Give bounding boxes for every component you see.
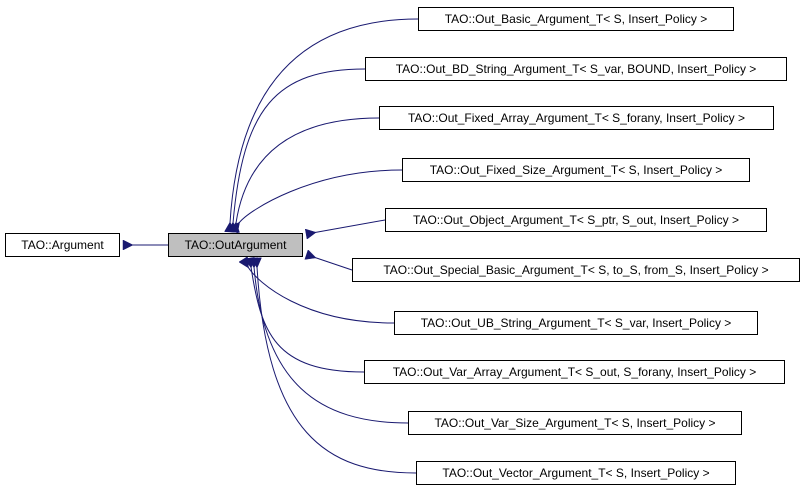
class-node-out-vector-argument[interactable]: TAO::Out_Vector_Argument_T< S, Insert_Po… (416, 461, 736, 485)
class-node-out-fixed-array-argument[interactable]: TAO::Out_Fixed_Array_Argument_T< S_foran… (379, 106, 774, 130)
edge-derived-0-to-outargument (230, 18, 419, 223)
class-node-out-var-size-argument[interactable]: TAO::Out_Var_Size_Argument_T< S, Insert_… (408, 411, 742, 435)
class-node-out-special-basic-argument[interactable]: TAO::Out_Special_Basic_Argument_T< S, to… (352, 258, 800, 282)
edge-derived-7-to-outargument (251, 267, 365, 373)
edge-derived-9-to-outargument (257, 267, 417, 474)
class-node-tao-outargument: TAO::OutArgument (168, 233, 303, 257)
class-node-out-fixed-size-argument[interactable]: TAO::Out_Fixed_Size_Argument_T< S, Inser… (402, 158, 750, 182)
edge-derived-3-to-outargument (239, 169, 403, 223)
edge-derived-2-to-outargument (236, 117, 380, 223)
edge-derived-6-to-outargument (248, 267, 395, 324)
edge-derived-4-to-outargument (315, 219, 386, 233)
edge-derived-5-to-outargument (315, 258, 353, 271)
class-node-out-var-array-argument[interactable]: TAO::Out_Var_Array_Argument_T< S_out, S_… (364, 360, 785, 384)
inheritance-edges (132, 18, 419, 474)
class-node-out-basic-argument[interactable]: TAO::Out_Basic_Argument_T< S, Insert_Pol… (418, 7, 734, 31)
edge-derived-8-to-outargument (254, 267, 409, 424)
edge-derived-1-to-outargument (233, 68, 366, 223)
class-node-out-object-argument[interactable]: TAO::Out_Object_Argument_T< S_ptr, S_out… (385, 208, 767, 232)
class-node-out-bd-string-argument[interactable]: TAO::Out_BD_String_Argument_T< S_var, BO… (365, 57, 787, 81)
class-node-tao-argument[interactable]: TAO::Argument (5, 233, 120, 257)
class-node-out-ub-string-argument[interactable]: TAO::Out_UB_String_Argument_T< S_var, In… (394, 311, 758, 335)
